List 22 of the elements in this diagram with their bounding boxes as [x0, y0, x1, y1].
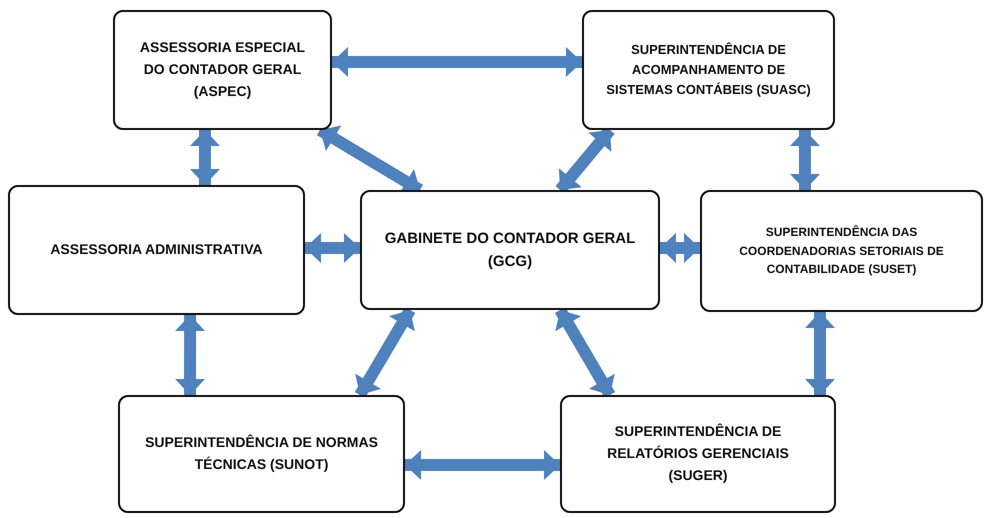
double-arrow	[805, 312, 835, 395]
org-unit-box	[360, 190, 660, 310]
unit-name: SUPERINTENDÊNCIA DE RELATÓRIOS GERENCIAIS (SUGER)	[606, 422, 790, 485]
unit-name: ASSESSORIA ESPECIAL DO CONTADOR GERAL (ASPEC)	[138, 38, 306, 101]
double-arrow	[790, 130, 820, 190]
double-arrow	[660, 232, 700, 263]
unit-name: SUPERINTENDÊNCIA DAS COORDENADORIAS SETORIAIS DE CONTABILIDADE (SUSET)	[738, 224, 945, 278]
org-unit-box	[560, 395, 836, 513]
double-arrow	[305, 232, 360, 264]
unit-name: SUPERINTENDÊNCIA DE NORMAS TÉCNICAS (SUNOT)	[144, 433, 379, 474]
double-arrow	[175, 315, 206, 395]
org-unit-box	[700, 190, 983, 312]
unit-name: GABINETE DO CONTADOR GERAL (GCG)	[384, 228, 636, 272]
double-arrow	[190, 130, 220, 186]
unit-name: ASSESSORIA ADMINISTRATIVA	[50, 240, 263, 260]
org-unit-box	[582, 10, 835, 130]
org-unit-box	[8, 185, 305, 315]
org-unit-box	[118, 395, 405, 513]
unit-name: SUPERINTENDÊNCIA DE ACOMPANHAMENTO DE SISTEMAS CONTÁBEIS (SUASC)	[605, 40, 812, 100]
double-arrow	[332, 46, 582, 77]
org-unit-box	[113, 10, 332, 130]
double-arrow	[405, 450, 560, 480]
